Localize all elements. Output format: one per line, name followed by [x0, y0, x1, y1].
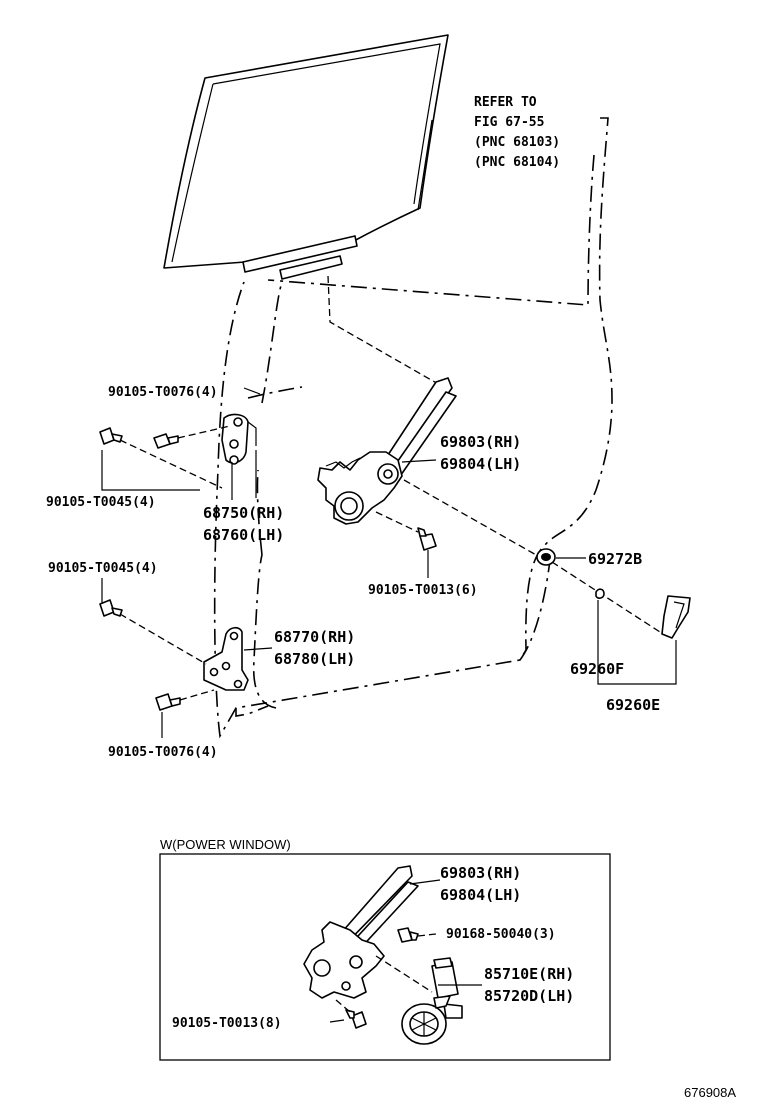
label-bolt-top-left: 90105-T0076(4): [108, 385, 218, 400]
power-window-inset: W(POWER WINDOW): [159, 837, 611, 1061]
power-label-motor-lh: 85720D(LH): [484, 987, 574, 1005]
power-label-bolt: 90105-T0013(8): [172, 1016, 282, 1031]
label-bolt-left-1: 90105-T0045(4): [46, 495, 156, 510]
screw-90168-50040[interactable]: [397, 927, 419, 943]
bolt-90105-t0045-upper[interactable]: [99, 427, 123, 445]
label-lower-channel-rh: 68770(RH): [274, 628, 355, 646]
window-handle-69260e[interactable]: [595, 588, 691, 639]
refer-note-line2: FIG 67-55: [474, 115, 544, 130]
figure-id: 676908A: [684, 1085, 736, 1100]
upper-channel-68750[interactable]: [221, 413, 257, 465]
bolt-90105-t0045-lower[interactable]: [99, 599, 123, 617]
power-label-regulator-lh: 69804(LH): [440, 886, 521, 904]
bushing-69272b[interactable]: [536, 548, 556, 566]
inset-title: W(POWER WINDOW): [160, 837, 291, 852]
power-label-regulator-rh: 69803(RH): [440, 864, 521, 882]
label-regulator-lh: 69804(LH): [440, 455, 521, 473]
power-leader-3: [329, 1019, 345, 1023]
power-bolt-guide: [335, 999, 351, 1013]
label-handle: 69260E: [606, 696, 660, 714]
power-leader-1: [409, 879, 441, 885]
label-handle-sub: 69260F: [570, 660, 624, 678]
bolt-guide-2: [177, 425, 231, 439]
label-bushing: 69272B: [588, 550, 642, 568]
bushing-to-handle-guide: [551, 561, 661, 633]
label-bolt-bottom-left: 90105-T0076(4): [108, 745, 218, 760]
refer-note-line3: (PNC 68103): [474, 135, 560, 150]
label-lower-channel-lh: 68780(LH): [274, 650, 355, 668]
motor-guide: [375, 955, 433, 993]
label-regulator-rh: 69803(RH): [440, 433, 521, 451]
inset-frame: [159, 853, 611, 1061]
lower-channel-68770[interactable]: [203, 626, 249, 691]
door-glass[interactable]: [163, 34, 449, 280]
refer-note-line4: (PNC 68104): [474, 155, 560, 170]
label-bolt-left-2: 90105-T0045(4): [48, 561, 158, 576]
bolt-guide-1: [119, 439, 223, 489]
bolt-90105-t0076-lower[interactable]: [155, 693, 181, 711]
bolt-90105-t0076-upper[interactable]: [153, 433, 179, 449]
refer-note-line1: REFER TO: [474, 95, 537, 110]
power-regulator[interactable]: [303, 865, 419, 999]
leader-lines: [101, 119, 677, 738]
door-frame-outline: [213, 117, 613, 739]
glass-to-regulator-guide: [327, 275, 441, 386]
label-regulator-bolt: 90105-T0013(6): [368, 583, 478, 598]
power-bolt-90105-t0013[interactable]: [345, 1009, 367, 1029]
bolt-guide-5: [375, 511, 419, 533]
bolt-90105-t0013[interactable]: [417, 527, 437, 551]
window-regulator[interactable]: [317, 377, 457, 525]
label-channel-lh: 68760(LH): [203, 526, 284, 544]
regulator-to-bushing-guide: [403, 479, 539, 557]
window-motor[interactable]: [401, 957, 463, 1045]
bolt-guide-3: [119, 613, 207, 665]
screw-guide: [417, 933, 437, 937]
power-label-screw: 90168-50040(3): [446, 927, 556, 942]
label-channel-rh: 68750(RH): [203, 504, 284, 522]
power-label-motor-rh: 85710E(RH): [484, 965, 574, 983]
bolt-guide-4: [179, 689, 215, 701]
